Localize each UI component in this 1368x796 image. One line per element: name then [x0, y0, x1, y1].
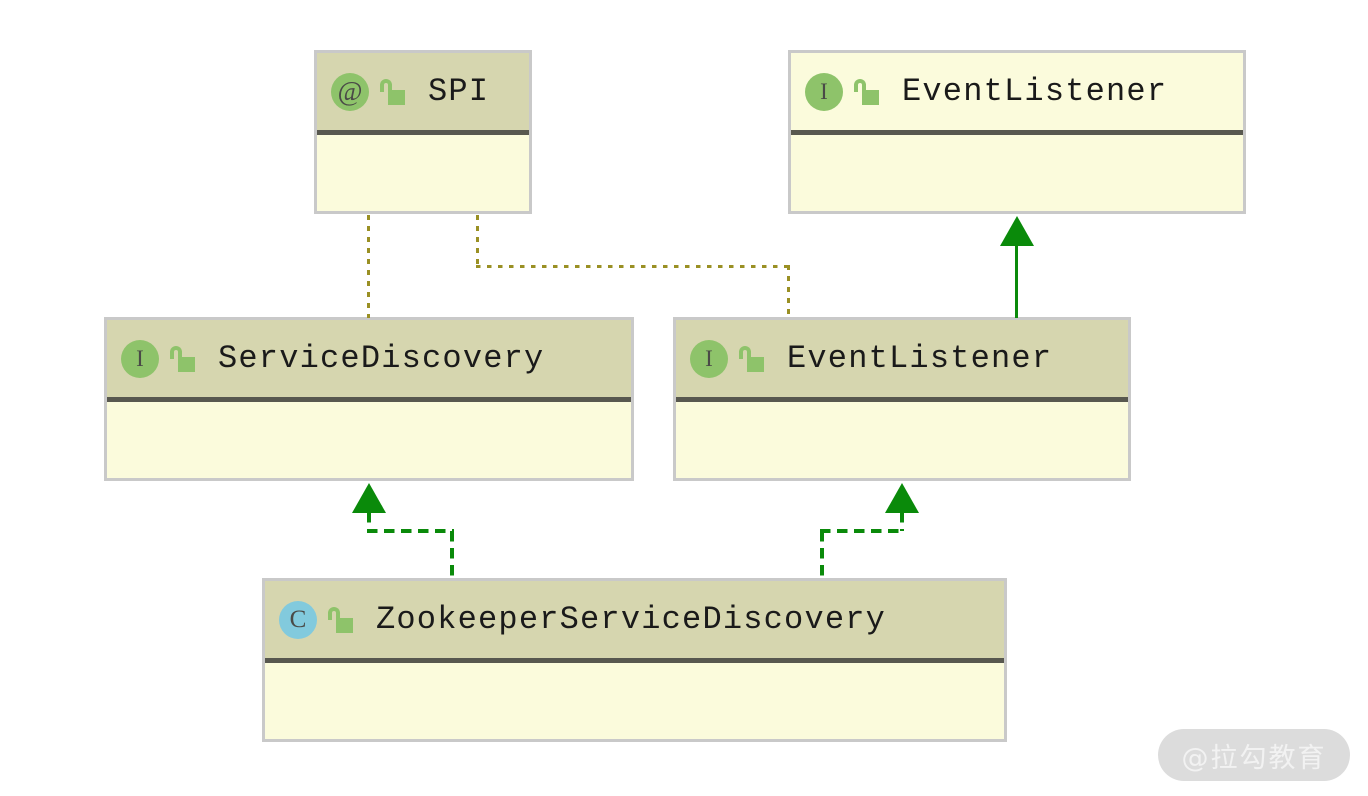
uml-class-title-zookeeper-service-discovery: ZookeeperServiceDiscovery [376, 601, 887, 639]
realization-arrowhead-icon [352, 483, 386, 513]
edge-segment-horizontal [476, 265, 789, 268]
edge-segment-horizontal [820, 529, 904, 533]
edge-segment-vertical [367, 215, 370, 318]
uml-class-body-zookeeper-service-discovery [265, 663, 1004, 739]
uml-class-box-spi[interactable]: @ SPI [314, 50, 532, 214]
edge-segment-vertical [900, 512, 904, 531]
generalization-arrowhead-icon [1000, 216, 1034, 246]
interface-type-icon: I [121, 339, 159, 378]
edge-segment-vertical [367, 512, 371, 531]
open-padlock-icon [326, 605, 354, 635]
uml-class-body-event-listener [676, 402, 1128, 478]
uml-class-title-event-listener-external: EventListener [902, 73, 1168, 111]
uml-class-header-event-listener: I EventListener [676, 320, 1128, 403]
uml-class-header-event-listener-external: I EventListener [791, 53, 1243, 136]
uml-class-header-service-discovery: I ServiceDiscovery [107, 320, 631, 403]
annotation-type-icon: @ [331, 72, 369, 111]
uml-class-box-event-listener-external[interactable]: I EventListener [788, 50, 1246, 214]
edge-segment-vertical [476, 215, 479, 268]
class-type-icon: C [279, 600, 317, 639]
uml-class-title-spi: SPI [428, 73, 490, 111]
uml-class-body-spi [317, 135, 529, 211]
uml-class-body-service-discovery [107, 402, 631, 478]
watermark-text: @拉勾教育 [1181, 742, 1327, 774]
interface-type-icon: I [690, 339, 728, 378]
edge-segment-vertical [1015, 245, 1018, 318]
open-padlock-icon [378, 77, 406, 107]
open-padlock-icon [737, 344, 765, 374]
open-padlock-icon [168, 344, 196, 374]
edge-segment-vertical [787, 265, 790, 318]
realization-arrowhead-icon [885, 483, 919, 513]
uml-class-box-event-listener[interactable]: I EventListener [673, 317, 1131, 481]
watermark-badge: @拉勾教育 [1158, 729, 1350, 781]
uml-class-header-zookeeper-service-discovery: C ZookeeperServiceDiscovery [265, 581, 1004, 664]
interface-type-icon: I [805, 72, 843, 111]
uml-class-body-event-listener-external [791, 135, 1243, 211]
uml-class-box-service-discovery[interactable]: I ServiceDiscovery [104, 317, 634, 481]
uml-class-box-zookeeper-service-discovery[interactable]: C ZookeeperServiceDiscovery [262, 578, 1007, 742]
open-padlock-icon [852, 77, 880, 107]
uml-class-title-service-discovery: ServiceDiscovery [218, 340, 545, 378]
uml-class-title-event-listener: EventListener [787, 340, 1053, 378]
edge-segment-horizontal [367, 529, 454, 533]
edge-segment-vertical [820, 531, 824, 579]
uml-class-header-spi: @ SPI [317, 53, 529, 136]
edge-segment-vertical [450, 531, 454, 579]
